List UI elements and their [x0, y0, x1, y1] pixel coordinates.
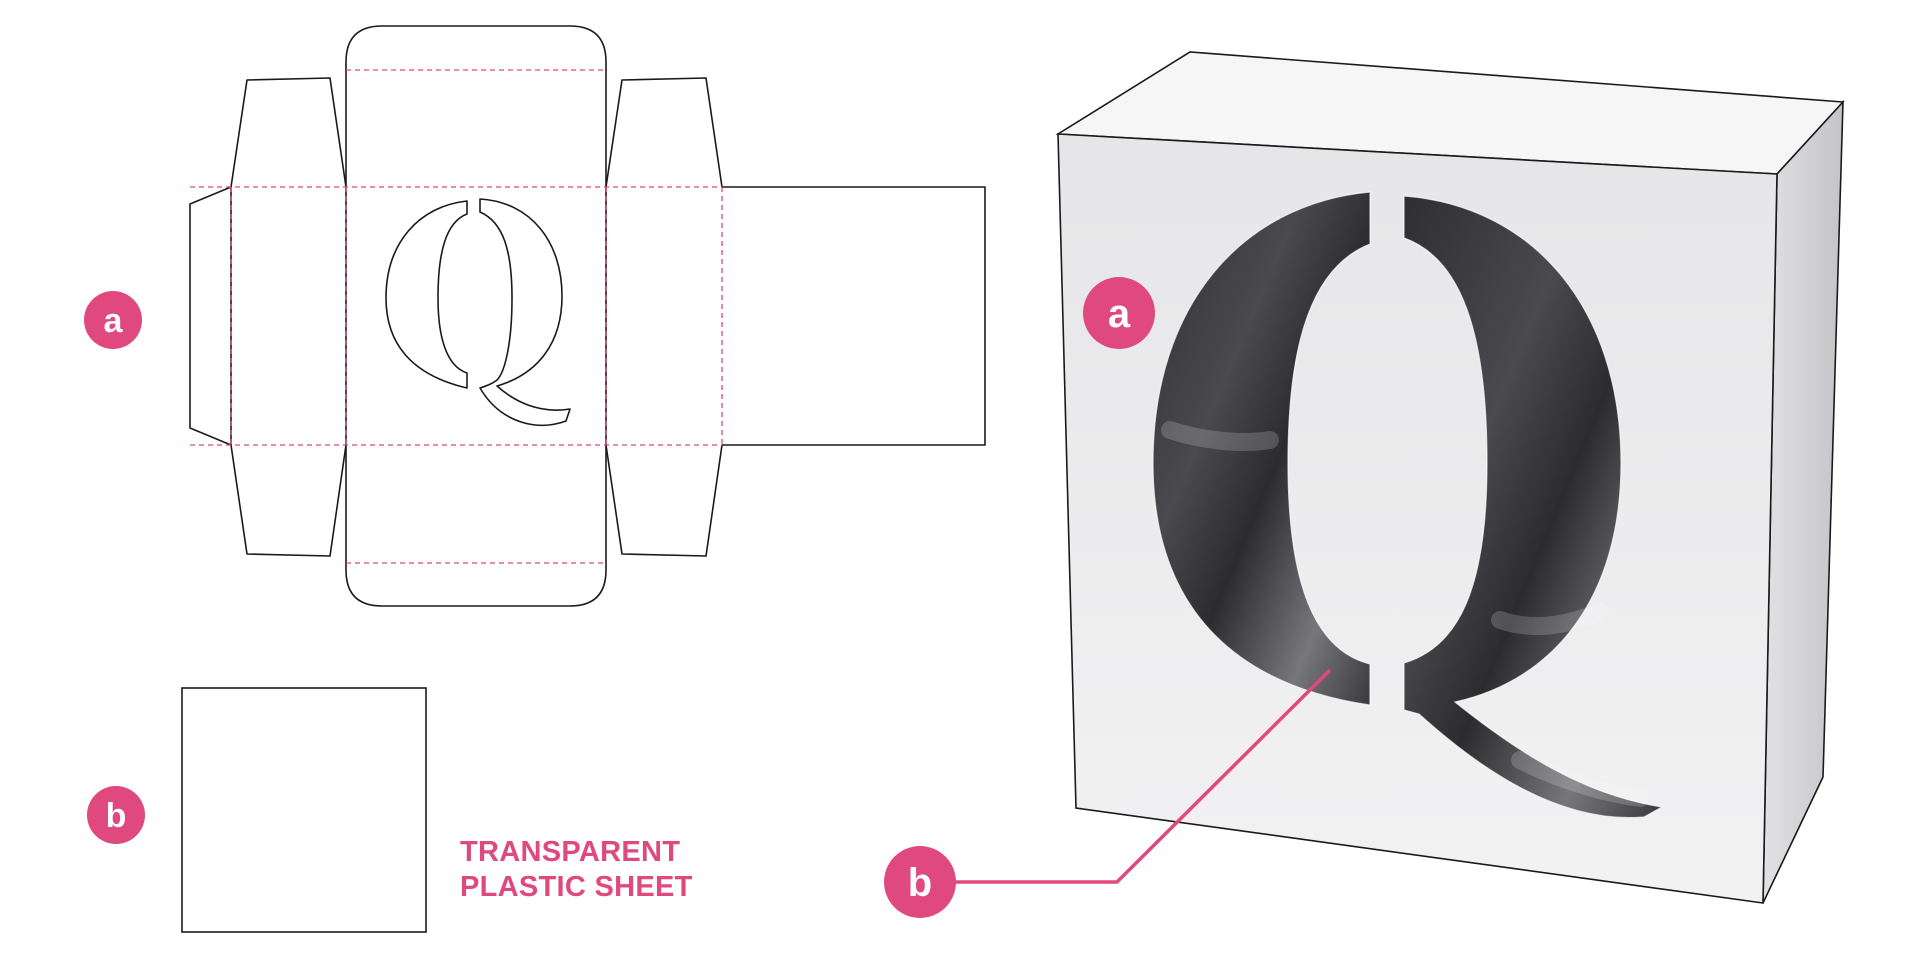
dieline-q-window-cutout — [385, 198, 571, 427]
marker-a-dieline: a — [84, 291, 142, 349]
marker-b-sheet-label: b — [106, 797, 127, 835]
marker-b-box: b — [884, 846, 956, 918]
caption-line-2: PLASTIC SHEET — [460, 871, 693, 903]
marker-b-sheet: b — [87, 786, 145, 844]
leader-line-b — [952, 668, 1332, 884]
right-upper-dust-flap — [605, 77, 723, 188]
box-q-window — [1153, 192, 1662, 818]
marker-a-dieline-label: a — [104, 302, 124, 340]
top-tuck-flap — [345, 25, 607, 187]
bottom-tuck-flap — [345, 445, 607, 607]
fold-lines — [190, 69, 723, 564]
plastic-sheet — [181, 687, 427, 933]
marker-a-box-label: a — [1108, 292, 1131, 336]
right-lower-dust-flap — [605, 444, 723, 557]
box-dieline — [189, 25, 986, 607]
assembled-box — [1055, 51, 1845, 904]
back-panel — [722, 186, 986, 446]
plastic-sheet-caption: TRANSPARENT PLASTIC SHEET — [460, 835, 693, 905]
marker-a-box: a — [1083, 277, 1155, 349]
left-upper-dust-flap — [230, 77, 347, 188]
glue-tab — [189, 186, 232, 446]
left-lower-dust-flap — [230, 444, 347, 557]
caption-line-1: TRANSPARENT — [460, 836, 681, 868]
window-highlights — [1161, 421, 1649, 807]
marker-b-box-label: b — [908, 861, 932, 905]
